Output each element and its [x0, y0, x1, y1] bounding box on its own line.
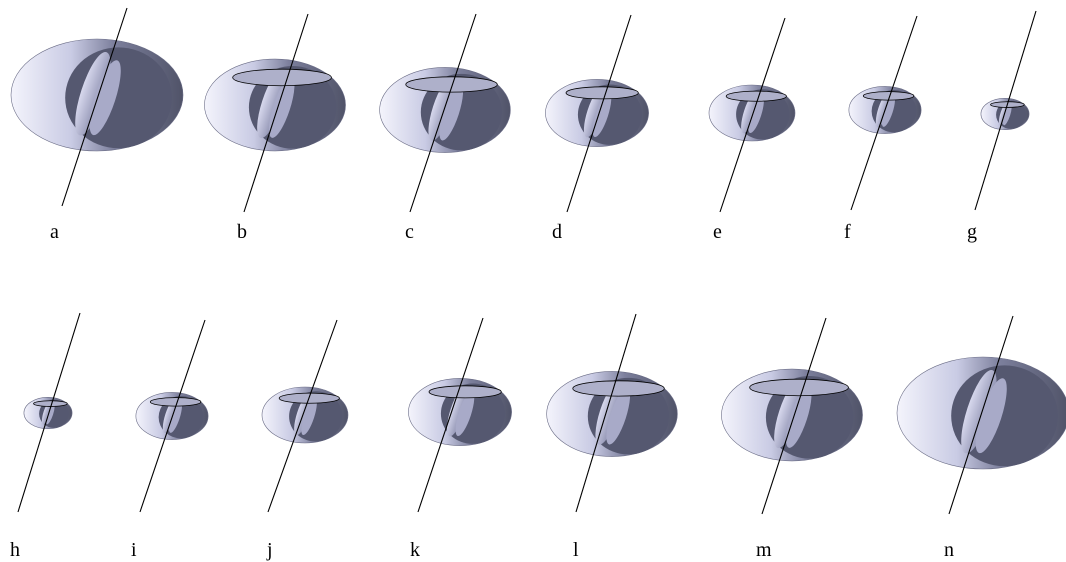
panel-k: k [408, 317, 512, 561]
axis-line [566, 14, 632, 213]
inner-crescent-right [168, 401, 182, 433]
top-disk [33, 400, 68, 407]
inner-crescent-left [961, 369, 997, 454]
inner-crescent-left [741, 91, 759, 134]
panel-j: j [261, 319, 349, 561]
panel-h: h [10, 312, 81, 561]
panel-e: e [708, 17, 796, 243]
panel-c: c [379, 13, 511, 243]
inner-crescent-left [75, 51, 111, 136]
panel-m: m [721, 317, 863, 561]
top-disk [428, 385, 502, 399]
panel-g: g [967, 10, 1037, 243]
panel-label: b [237, 221, 247, 243]
top-disk [749, 378, 849, 397]
top-disk [572, 380, 665, 397]
axis-line [719, 17, 786, 213]
inner-crescent-left [162, 397, 178, 433]
inner-crescent-left [774, 379, 804, 449]
inner-crescent-left [595, 381, 623, 445]
axis-line [575, 313, 637, 513]
axis-line [948, 315, 1014, 515]
panel-label: a [50, 221, 59, 243]
panel-label: c [405, 221, 414, 243]
panel-label: l [573, 539, 579, 561]
top-disk [149, 397, 202, 407]
panel-label: k [410, 539, 420, 561]
axis-line [761, 317, 827, 515]
top-disk [232, 68, 332, 87]
panel-b: b [204, 13, 346, 243]
top-disk [725, 90, 787, 102]
axis-line [139, 319, 206, 513]
top-disk [405, 76, 498, 93]
inner-crescent-right [881, 95, 895, 127]
panel-label: j [266, 539, 273, 561]
inner-crescent-right [975, 378, 1007, 454]
panel-label: h [10, 539, 20, 561]
inner-crescent-right [785, 386, 812, 448]
axis-line [61, 7, 128, 207]
inner-crescent-left [875, 91, 891, 127]
inner-crescent-right [748, 95, 764, 134]
axis-line [850, 15, 918, 211]
inner-crescent-left [428, 77, 456, 141]
panel-label: f [844, 221, 851, 243]
panel-d: d [545, 14, 649, 243]
axis-line [974, 10, 1037, 211]
panel-label: n [944, 539, 954, 561]
inner-crescent-right [45, 403, 55, 425]
panel-label: m [756, 539, 772, 561]
inner-crescent-left [446, 386, 469, 437]
inner-crescent-right [455, 391, 475, 437]
panel-label: g [967, 221, 977, 243]
panel-l: l [546, 313, 678, 561]
panel-label: i [131, 539, 137, 561]
panel-label: e [713, 221, 722, 243]
inner-crescent-right [89, 60, 121, 136]
inner-crescent-right [268, 76, 295, 138]
top-disk [565, 86, 639, 100]
axis-line [267, 319, 338, 513]
panel-n: n [896, 315, 1066, 561]
panel-a: a [10, 7, 184, 243]
inner-crescent-left [257, 69, 287, 139]
inner-crescent-right [606, 387, 631, 445]
inner-crescent-left [583, 87, 606, 138]
panel-label: d [552, 221, 562, 243]
inner-crescent-right [1002, 104, 1012, 126]
axis-line [409, 13, 477, 213]
panel-i: i [131, 319, 209, 561]
inner-crescent-right [592, 92, 612, 138]
panel-f: f [844, 15, 922, 243]
inner-crescent-right [301, 397, 317, 436]
axis-line [417, 317, 484, 513]
inner-crescent-right [439, 83, 464, 141]
axis-line [17, 312, 81, 513]
axis-line [243, 13, 309, 213]
